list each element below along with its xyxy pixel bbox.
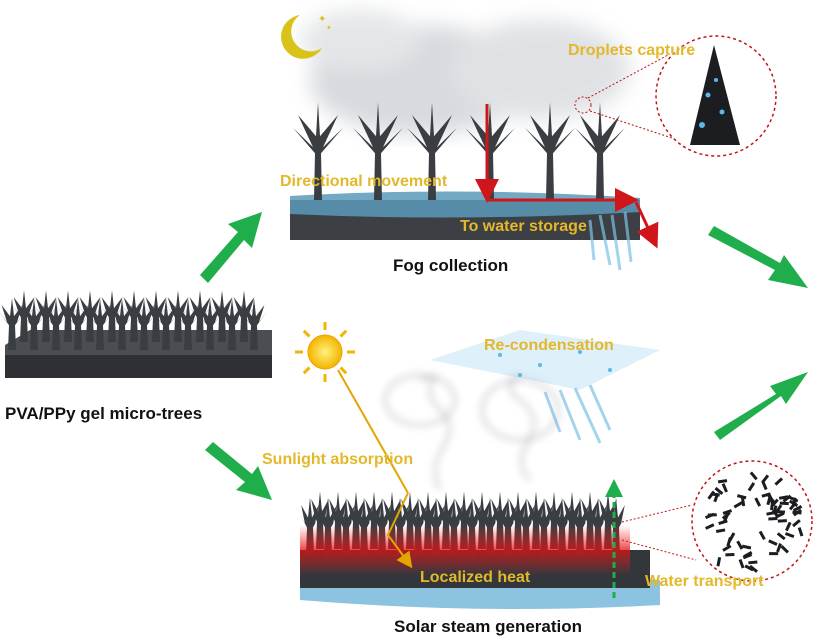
network-strand (718, 481, 727, 482)
network-strand (716, 530, 725, 532)
caption-micro-trees: PVA/PPy gel micro-trees (5, 404, 202, 423)
network-zoom-inset (622, 461, 812, 581)
label-to-water-storage: To water storage (460, 218, 587, 235)
arrow-from-fog (708, 226, 808, 288)
micro-tree (575, 102, 625, 200)
network-strand (711, 494, 720, 495)
label-water-transport: Water transport (645, 573, 764, 590)
network-strand (766, 512, 775, 514)
caption-fog-collection: Fog collection (393, 256, 508, 275)
network-strand (742, 497, 743, 506)
label-sunlight-absorption: Sunlight absorption (262, 451, 413, 468)
network-strand (742, 546, 751, 548)
network-strand (748, 562, 757, 563)
label-localized-heat: Localized heat (420, 569, 531, 586)
label-droplets-capture: Droplets capture (568, 42, 695, 59)
steam-vapor (385, 375, 558, 490)
caption-solar-steam: Solar steam generation (394, 617, 582, 636)
svg-text:✦: ✦ (318, 14, 326, 25)
arrow-to-fog (200, 212, 262, 283)
micro-trees-sample (0, 290, 272, 378)
sun-ray (304, 368, 310, 374)
label-directional-movement: Directional movement (280, 173, 448, 190)
svg-text:✦: ✦ (326, 24, 332, 32)
sun-ray (341, 331, 347, 337)
network-strand (776, 512, 785, 513)
network-strand (718, 557, 720, 566)
fog-cloud (300, 10, 630, 135)
network-strand (771, 501, 772, 510)
sun-ray (341, 368, 347, 374)
label-re-condensation: Re-condensation (484, 337, 614, 354)
sun-icon (295, 322, 355, 382)
sun-ray (304, 331, 310, 337)
solar-platform (299, 492, 660, 610)
arrow-from-solar (714, 372, 808, 440)
